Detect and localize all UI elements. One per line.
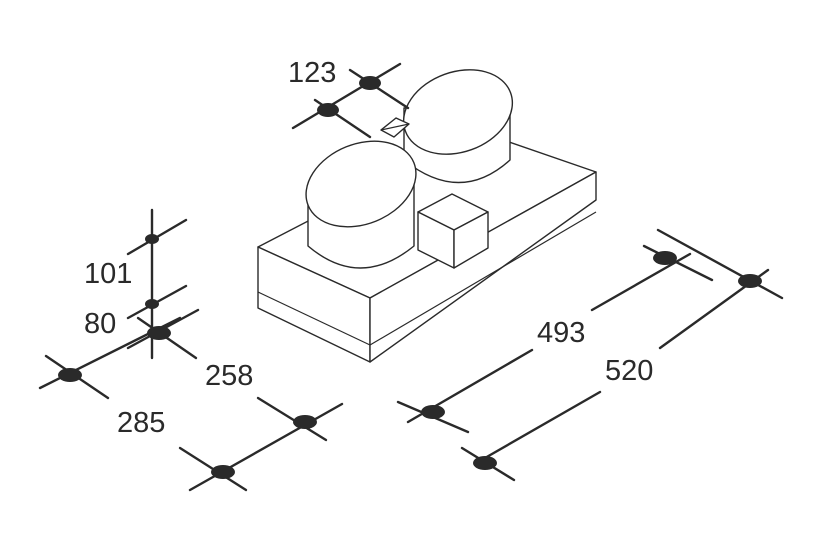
dim-depth-node bbox=[293, 415, 317, 429]
dim-width-node bbox=[738, 274, 762, 288]
dim-493-label: 493 bbox=[537, 317, 585, 349]
body-bottom-trim bbox=[369, 211, 597, 346]
dim-heights: 101 80 bbox=[84, 208, 200, 360]
body-bottom-trim bbox=[257, 291, 371, 346]
dim-285-label: 285 bbox=[117, 407, 165, 439]
dim-123: 123 bbox=[288, 57, 410, 139]
dim-height-node bbox=[145, 234, 159, 244]
rear-spigot-top bbox=[402, 69, 514, 155]
dim-depth-node bbox=[211, 465, 235, 479]
dim-101-label: 101 bbox=[84, 258, 132, 290]
dim-80-label: 80 bbox=[84, 308, 116, 340]
front-spigot-top bbox=[305, 140, 417, 228]
control-box bbox=[417, 193, 489, 269]
dim-123-node bbox=[317, 103, 339, 117]
dim-520-label: 520 bbox=[605, 355, 653, 387]
dim-widths: 493 520 bbox=[396, 228, 784, 482]
dim-depth-node bbox=[147, 326, 171, 340]
rear-spigot bbox=[402, 69, 514, 184]
dim-width-node bbox=[653, 251, 677, 265]
dim-depth-node bbox=[58, 368, 82, 382]
body-right-face bbox=[369, 171, 597, 363]
dim-width-node bbox=[421, 405, 445, 419]
front-spigot bbox=[305, 140, 417, 269]
control-box-side bbox=[453, 211, 489, 269]
dim-123-label: 123 bbox=[288, 57, 336, 89]
dim-depths: 258 285 bbox=[38, 316, 344, 492]
center-marker-edge bbox=[380, 123, 410, 131]
dim-width-node bbox=[473, 456, 497, 470]
dim-123-node bbox=[359, 76, 381, 90]
dim-height-node bbox=[145, 299, 159, 309]
dim-258-label: 258 bbox=[205, 360, 253, 392]
